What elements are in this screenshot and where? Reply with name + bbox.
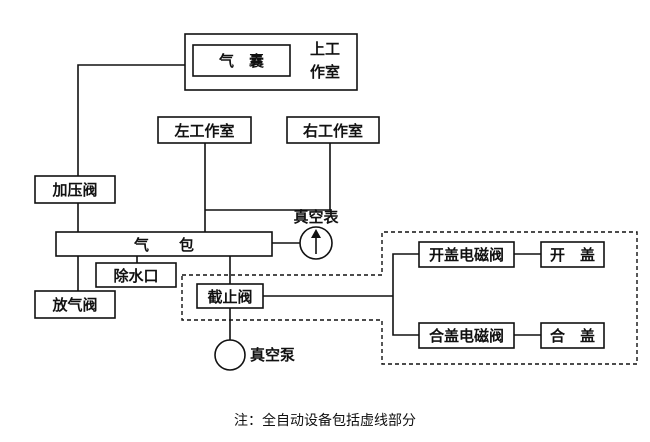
vacuum-gauge-label: 真空表 xyxy=(293,208,339,226)
upper-chamber-label-line2: 作室 xyxy=(310,63,340,81)
line-branch-solenoids xyxy=(392,253,419,336)
drain-outlet: 除水口 xyxy=(95,262,177,288)
right-chamber-label: 右工作室 xyxy=(303,122,363,140)
connection-lines xyxy=(77,64,541,340)
stop-valve: 截止阀 xyxy=(196,283,264,309)
right-working-chamber: 右工作室 xyxy=(286,116,380,144)
left-working-chamber: 左工作室 xyxy=(157,116,252,144)
upper-chamber-label-line1: 上工 xyxy=(310,40,340,58)
open-lid-label: 开 盖 xyxy=(550,246,595,264)
air-bag-manifold: 气 包 xyxy=(55,231,273,257)
air-bag-label: 气 包 xyxy=(133,236,194,254)
open-lid-solenoid-valve: 开盖电磁阀 xyxy=(418,241,515,268)
release-valve: 放气阀 xyxy=(34,290,116,319)
close-lid-solenoid-valve: 合盖电磁阀 xyxy=(418,322,515,349)
open-lid-solenoid-label: 开盖电磁阀 xyxy=(429,246,504,264)
airbag-label: 气 囊 xyxy=(218,52,265,70)
vacuum-gauge: 真空表 xyxy=(293,208,339,260)
line-right-to-manifold xyxy=(205,143,331,211)
diagram-footnote: 注：全自动设备包括虚线部分 xyxy=(234,412,416,429)
close-lid-solenoid-label: 合盖电磁阀 xyxy=(428,327,504,345)
drain-outlet-label: 除水口 xyxy=(113,267,158,285)
automatic-portion-boundary xyxy=(181,231,638,365)
stop-valve-label: 截止阀 xyxy=(207,288,252,306)
vacuum-pump: 真空泵 xyxy=(214,339,295,371)
open-lid: 开 盖 xyxy=(540,241,605,268)
vacuum-pump-label: 真空泵 xyxy=(250,346,295,364)
close-lid-label: 合 盖 xyxy=(549,327,595,345)
left-chamber-label: 左工作室 xyxy=(173,122,234,140)
close-lid: 合 盖 xyxy=(540,322,605,349)
upper-working-chamber: 气 囊 上工 作室 xyxy=(184,33,358,91)
gauge-arrow-icon xyxy=(311,229,321,238)
pressurize-valve-label: 加压阀 xyxy=(51,181,97,199)
release-valve-label: 放气阀 xyxy=(51,296,97,314)
pressurize-valve: 加压阀 xyxy=(34,175,116,204)
airbag-inner-box xyxy=(192,44,291,77)
line-upper-to-pressurize xyxy=(77,64,185,176)
